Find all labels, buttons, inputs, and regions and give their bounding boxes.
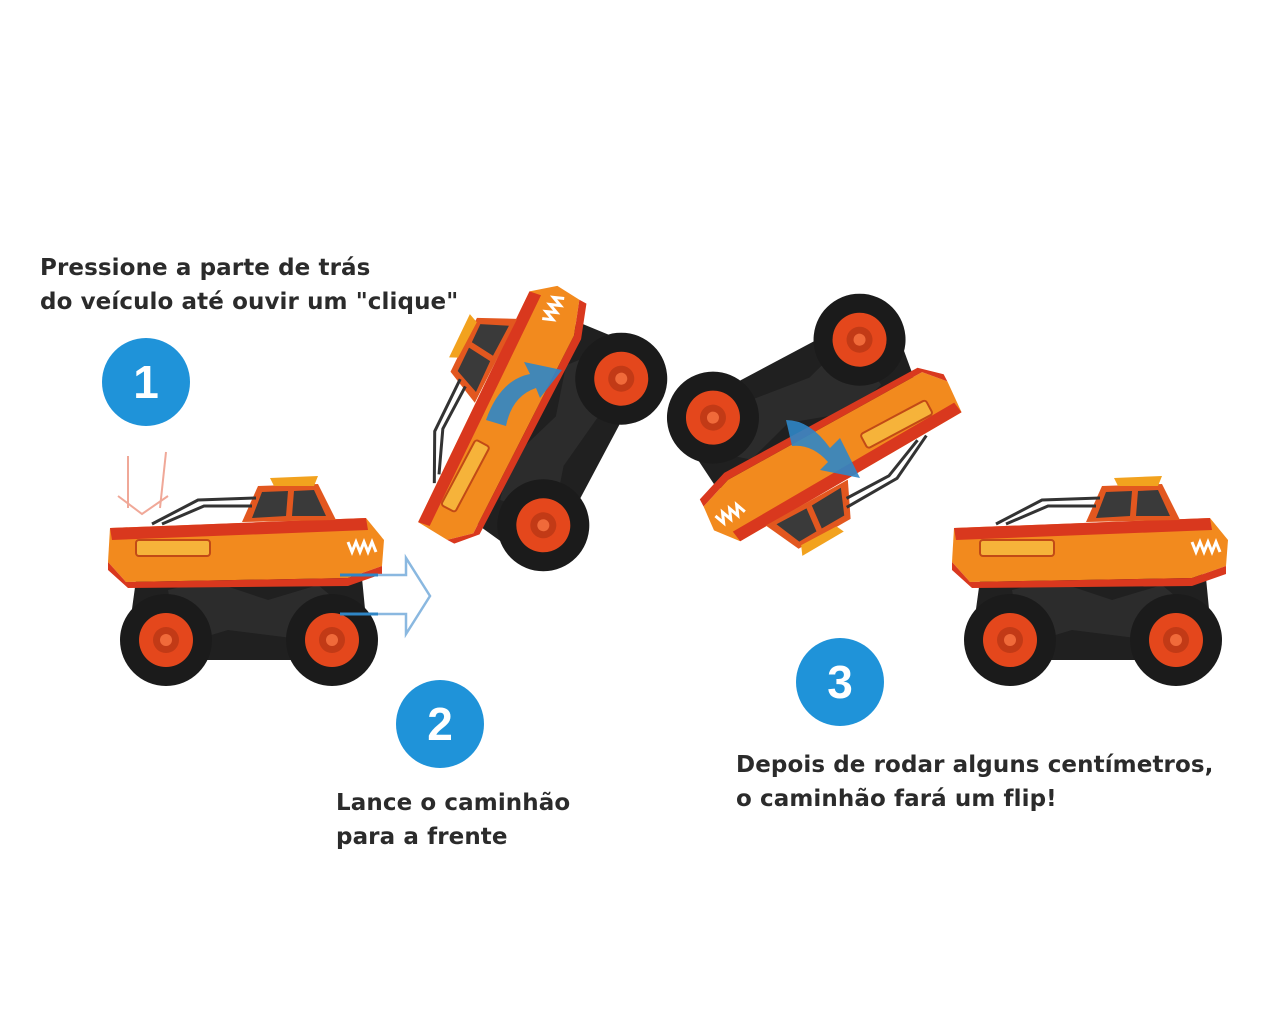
- flip-arrow-icon: [486, 362, 562, 426]
- truck-step-1: [108, 476, 384, 686]
- step-3-line-2: o caminhão fará um flip!: [736, 786, 1057, 812]
- step-2-caption: Lance o caminhão para a frente: [336, 786, 570, 854]
- step-2-line-1: Lance o caminhão: [336, 790, 571, 816]
- press-down-arrow-icon: [117, 451, 169, 516]
- step-3-caption: Depois de rodar alguns centímetros, o ca…: [736, 748, 1214, 816]
- truck-step-3-flipping: [645, 272, 987, 587]
- forward-arrow-icon: [340, 553, 432, 639]
- flip-arrow-icon: [786, 420, 860, 478]
- step-1-line-2: do veículo até ouvir um "clique": [40, 289, 459, 315]
- step-1-line-1: Pressione a parte de trás: [40, 255, 371, 281]
- step-1-badge: 1: [102, 338, 190, 426]
- step-1-caption: Pressione a parte de trás do veículo até…: [40, 251, 458, 319]
- step-3-badge: 3: [796, 638, 884, 726]
- truck-step-3-landed: [952, 476, 1228, 686]
- step-2-line-2: para a frente: [336, 824, 508, 850]
- step-2-badge: 2: [396, 680, 484, 768]
- step-3-line-1: Depois de rodar alguns centímetros,: [736, 752, 1214, 778]
